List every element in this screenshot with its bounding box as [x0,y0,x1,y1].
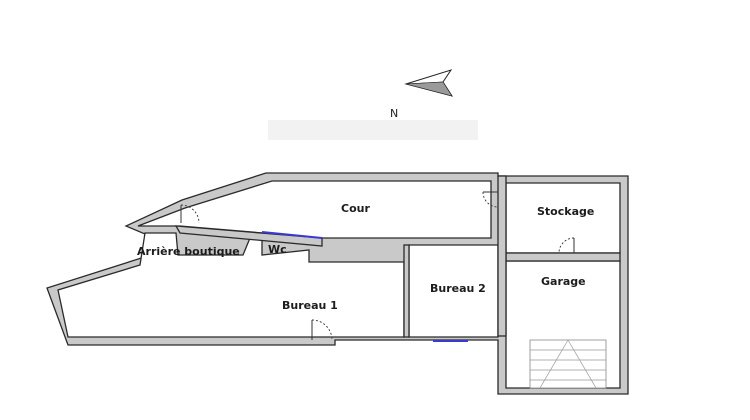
room-label-arriere-boutique: Arrière boutique [137,245,240,258]
door-arriere-boutique [180,204,200,224]
garage-door [529,339,607,389]
north-arrow-icon [404,69,454,97]
room-label-wc: Wc [268,243,287,256]
room-label-bureau2: Bureau 2 [430,282,486,295]
room-label-bureau1: Bureau 1 [282,299,338,312]
room-label-garage: Garage [541,275,586,288]
north-label: N [390,107,398,120]
room-label-cour: Cour [341,202,370,215]
door-stockage [558,237,575,254]
room-label-stockage: Stockage [537,205,594,218]
walls [46,172,629,395]
door-bureau1 [311,319,333,341]
windows [261,231,468,342]
doors [180,191,575,341]
door-cour [482,191,499,208]
